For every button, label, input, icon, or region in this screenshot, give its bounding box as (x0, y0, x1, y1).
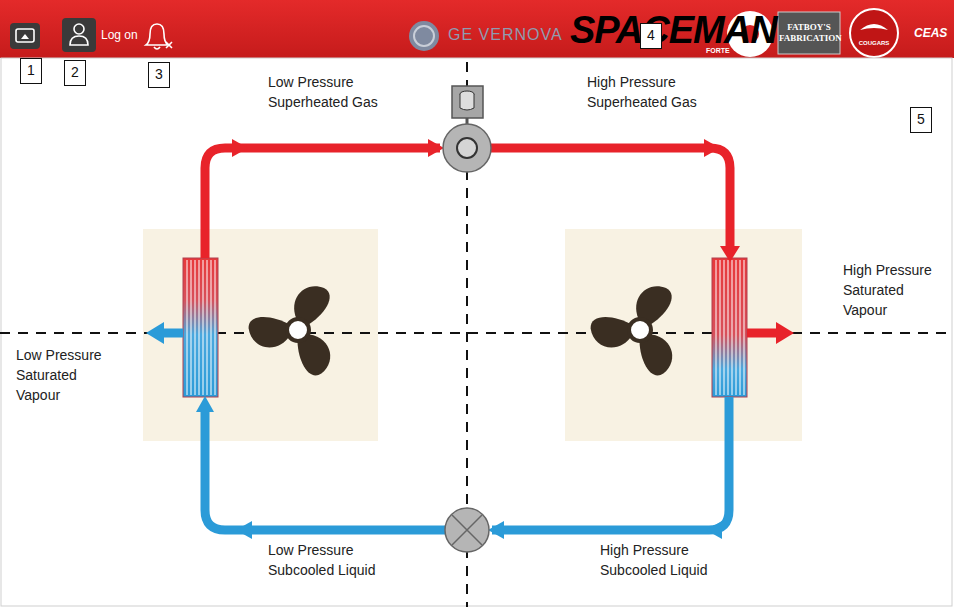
logo-text: FORTE (706, 47, 730, 54)
header-bar (0, 0, 954, 58)
state-label: Low Pressure Saturated Vapour (16, 345, 120, 405)
compressor (443, 86, 491, 172)
evaporator-panel (143, 229, 378, 441)
condenser-panel (565, 229, 802, 441)
fan (586, 286, 680, 379)
fan (244, 286, 338, 379)
callout-number: 4 (640, 23, 662, 49)
logo-text: GE VERNOVA (448, 26, 563, 44)
state-label: High Pressure Subcooled Liquid (600, 540, 715, 580)
uc-logo (850, 9, 898, 57)
evaporator-coil (183, 258, 218, 397)
cold-pipe (162, 333, 729, 530)
callout-number: 5 (910, 107, 932, 133)
state-label: High Pressure Saturated Vapour (843, 260, 947, 320)
logo-text: CEAS (914, 26, 947, 40)
callout-number: 3 (148, 62, 170, 88)
expansion-valve (445, 508, 489, 552)
condenser-coil (712, 258, 747, 397)
state-label: Low Pressure Subcooled Liquid (268, 540, 383, 580)
screen-button (10, 23, 40, 49)
callout-number: 2 (64, 60, 86, 86)
divider-line (0, 332, 954, 334)
logon-text: Log on (101, 28, 138, 42)
fatboys-logo (778, 12, 840, 54)
hot-pipe (205, 148, 778, 333)
state-label: High Pressure Superheated Gas (587, 72, 702, 112)
alarm-bell (146, 24, 172, 49)
ge-logo (409, 21, 439, 51)
callout-number: 1 (20, 58, 42, 84)
logo-text: SPACEMAN (570, 10, 777, 50)
state-label: Low Pressure Superheated Gas (268, 72, 378, 112)
logo-text: FATBOY'S FABRICATION (779, 22, 839, 44)
logo-text: COUGARS (852, 40, 896, 46)
user-button (62, 18, 96, 52)
